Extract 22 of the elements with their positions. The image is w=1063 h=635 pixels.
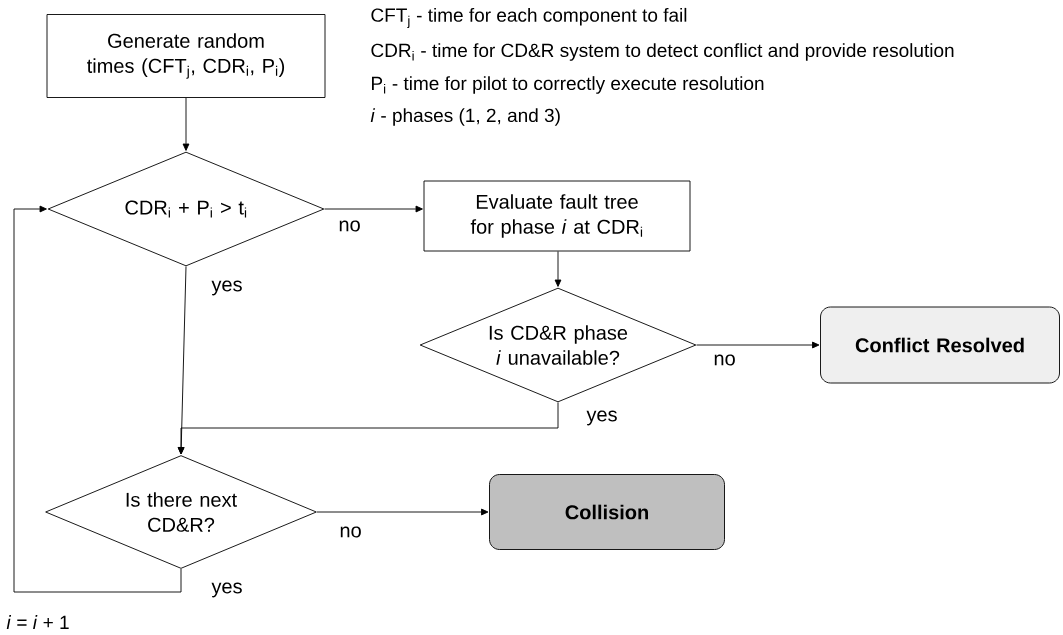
note-text: CDR$_{i}$ - time for CD&R system to detect conflict and provide resolution <box>371 43 954 61</box>
arrow <box>182 97 190 151</box>
process-box: Evaluate fault tree for phase i at CDR$_{i}$ <box>423 180 691 252</box>
process-box: Generate random times (CFT$_{j}$, CDR$_{i}$, P$_{i}$) <box>46 14 326 98</box>
edge-label: yes <box>585 409 619 427</box>
edge-label: no <box>712 353 737 367</box>
arrow <box>554 251 562 287</box>
arrow <box>324 205 423 213</box>
note-text: i = i + 1 <box>6 615 69 629</box>
arrow <box>696 341 820 349</box>
terminal-box: Collision <box>489 474 725 550</box>
terminal-box: Conflict Resolved <box>820 306 1060 384</box>
edge-label: yes <box>210 581 244 599</box>
edge-label: no <box>337 219 362 233</box>
edge-label: yes <box>210 279 244 297</box>
edge-label: no <box>338 525 363 539</box>
arrow <box>316 508 489 516</box>
note-text: i - phases (1, 2, and 3) <box>370 108 560 126</box>
arrow <box>13 205 182 593</box>
note-text: CFT$_{j}$ - time for each component to fail <box>371 7 687 29</box>
arrow <box>177 402 559 455</box>
note-text: P$_{i}$ - time for pilot to correctly execute resolution <box>372 76 764 94</box>
